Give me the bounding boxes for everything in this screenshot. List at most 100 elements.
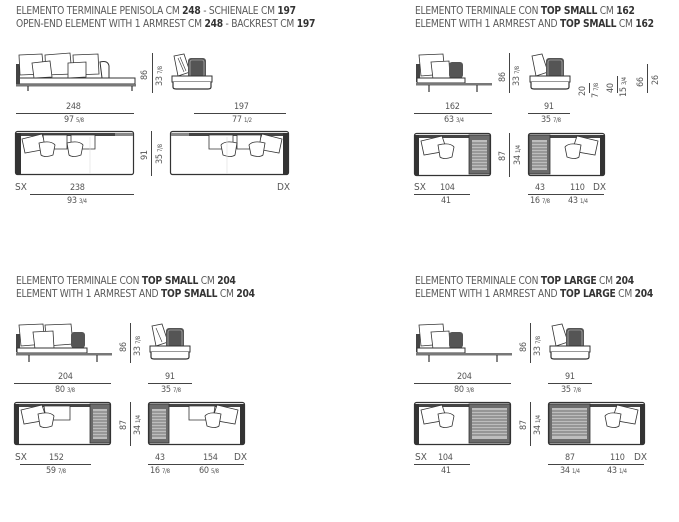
front-width-in-label: 80 3/8 — [55, 385, 75, 395]
plan-view-left-drawing — [13, 401, 112, 446]
seat-height-in-label: 7 7/8 — [591, 83, 601, 98]
left-width-dimension-line — [20, 464, 91, 465]
title-english: ELEMENT WITH 1 ARMREST AND TOP SMALL CM … — [415, 18, 654, 31]
title-bold: TOP SMALL — [141, 276, 199, 287]
height-in-label: 33 7/8 — [133, 336, 143, 356]
title-text: ELEMENTO TERMINALE PENISOLA CM — [16, 6, 183, 17]
title-text: CM — [198, 276, 218, 287]
height-in-label: 33 7/8 — [533, 336, 543, 356]
depth-in-label: 34 1/4 — [513, 145, 523, 165]
title-bold: 204 — [236, 289, 255, 300]
height-cm-label: 86 — [119, 342, 129, 352]
title-bold: 204 — [634, 289, 654, 300]
plan-view-right-drawing — [527, 132, 606, 177]
title-text: CM — [596, 276, 616, 287]
plan-width-in-label: 93 3/4 — [67, 196, 87, 206]
title-text: ELEMENT WITH 1 ARMREST AND — [415, 289, 561, 300]
sofa-side-elevation-drawing — [549, 323, 591, 360]
front-width-cm-label: 204 — [58, 372, 73, 382]
plan-view-left-drawing — [14, 130, 135, 176]
sofa-side-elevation-drawing — [529, 53, 571, 90]
seat-top-height-cm-label: 40 — [606, 83, 616, 93]
title-text: - BACKREST CM — [222, 19, 297, 30]
title-text: ELEMENT WITH 1 ARMREST AND — [415, 19, 561, 30]
side-width-dimension-line — [194, 113, 286, 114]
plan-view-right-drawing — [147, 401, 246, 446]
title-text: ELEMENT WITH 1 ARMREST AND — [16, 289, 162, 300]
left-width-in-label: 41 — [441, 196, 451, 206]
right-side-label: DX — [634, 452, 648, 463]
depth-in-label: 34 1/4 — [533, 415, 543, 435]
depth-cm-label: 87 — [119, 420, 129, 430]
title-italian: ELEMENTO TERMINALE CON TOP LARGE CM 204 — [415, 275, 634, 288]
title-italian: ELEMENTO TERMINALE CON TOP SMALL CM 162 — [415, 5, 635, 18]
right-side-label: DX — [234, 452, 248, 463]
top-width-cm-label: 87 — [565, 453, 575, 463]
sofa-front-elevation-drawing — [16, 52, 136, 91]
side-width-in-label: 35 7/8 — [561, 385, 581, 395]
right-width-dimension-line — [528, 194, 604, 195]
side-width-in-label: 77 1/2 — [232, 115, 252, 125]
plan-view-left-drawing — [413, 132, 492, 177]
front-width-in-label: 80 3/8 — [454, 385, 474, 395]
title-bold: TOP SMALL — [560, 19, 617, 30]
front-width-dimension-line — [14, 383, 111, 384]
left-width-dimension-line — [414, 464, 470, 465]
top-width-in-label: 34 1/4 — [560, 466, 580, 476]
top-width-cm-label: 43 — [155, 453, 165, 463]
sofa-front-elevation-drawing — [416, 53, 492, 92]
left-width-cm-label: 104 — [440, 183, 455, 193]
panel-top-small-162: ELEMENTO TERMINALE CON TOP SMALL CM 162 … — [400, 0, 679, 215]
side-width-cm-label: 91 — [544, 102, 554, 112]
title-english: ELEMENT WITH 1 ARMREST AND TOP SMALL CM … — [16, 288, 255, 301]
height-dimension-line — [130, 323, 131, 363]
front-width-dimension-line — [414, 383, 511, 384]
title-english: OPEN-END ELEMENT WITH 1 ARMREST CM 248 -… — [16, 18, 315, 31]
panel-penisola-248: ELEMENTO TERMINALE PENISOLA CM 248 - SCH… — [0, 0, 340, 215]
left-side-label: SX — [414, 182, 426, 193]
seat-top-height-dimension-line — [617, 76, 618, 93]
height-cm-label: 86 — [519, 342, 529, 352]
front-width-dimension-line — [16, 113, 134, 114]
panel-top-large-204: ELEMENTO TERMINALE CON TOP LARGE CM 204 … — [400, 270, 679, 485]
top-width-in-label: 16 7/8 — [530, 196, 550, 206]
title-text: ELEMENTO TERMINALE CON — [415, 6, 541, 17]
height-dimension-line — [509, 53, 510, 93]
title-text: CM — [616, 19, 636, 30]
seat-width-cm-label: 110 — [610, 453, 625, 463]
right-width-dimension-line — [148, 464, 244, 465]
depth-in-label: 35 7/8 — [155, 144, 165, 164]
seat-width-cm-label: 110 — [570, 183, 585, 193]
title-bold: TOP SMALL — [161, 289, 218, 300]
title-bold: 204 — [615, 276, 635, 287]
side-width-dimension-line — [528, 113, 570, 114]
right-side-label: DX — [277, 182, 291, 193]
depth-dimension-line — [130, 402, 131, 446]
seat-top-height-in-label: 15 3/4 — [619, 77, 629, 97]
title-italian: ELEMENTO TERMINALE PENISOLA CM 248 - SCH… — [16, 5, 296, 18]
front-width-in-label: 97 5/8 — [64, 115, 84, 125]
seat-width-cm-label: 154 — [203, 453, 218, 463]
left-side-label: SX — [15, 182, 27, 193]
seat-width-in-label: 60 5/8 — [199, 466, 219, 476]
depth-cm-label: 91 — [140, 150, 150, 160]
title-bold: 197 — [296, 19, 316, 30]
sofa-front-elevation-drawing — [416, 323, 512, 362]
arm-height-dimension-line — [647, 64, 648, 93]
title-bold: TOP LARGE — [560, 289, 616, 300]
top-width-in-label: 16 7/8 — [150, 466, 170, 476]
depth-cm-label: 87 — [519, 420, 529, 430]
side-width-in-label: 35 7/8 — [541, 115, 561, 125]
title-bold: 248 — [182, 6, 201, 17]
depth-cm-label: 87 — [498, 151, 508, 161]
right-side-label: DX — [593, 182, 607, 193]
front-width-dimension-line — [414, 113, 492, 114]
seat-width-in-label: 43 1/4 — [607, 466, 627, 476]
height-cm-label: 86 — [140, 70, 150, 80]
height-cm-label: 86 — [498, 72, 508, 82]
left-side-label: SX — [415, 452, 427, 463]
height-dimension-line — [152, 53, 153, 93]
title-text: - SCHIENALE CM — [200, 6, 278, 17]
title-text: CM — [615, 289, 635, 300]
left-side-label: SX — [15, 452, 27, 463]
